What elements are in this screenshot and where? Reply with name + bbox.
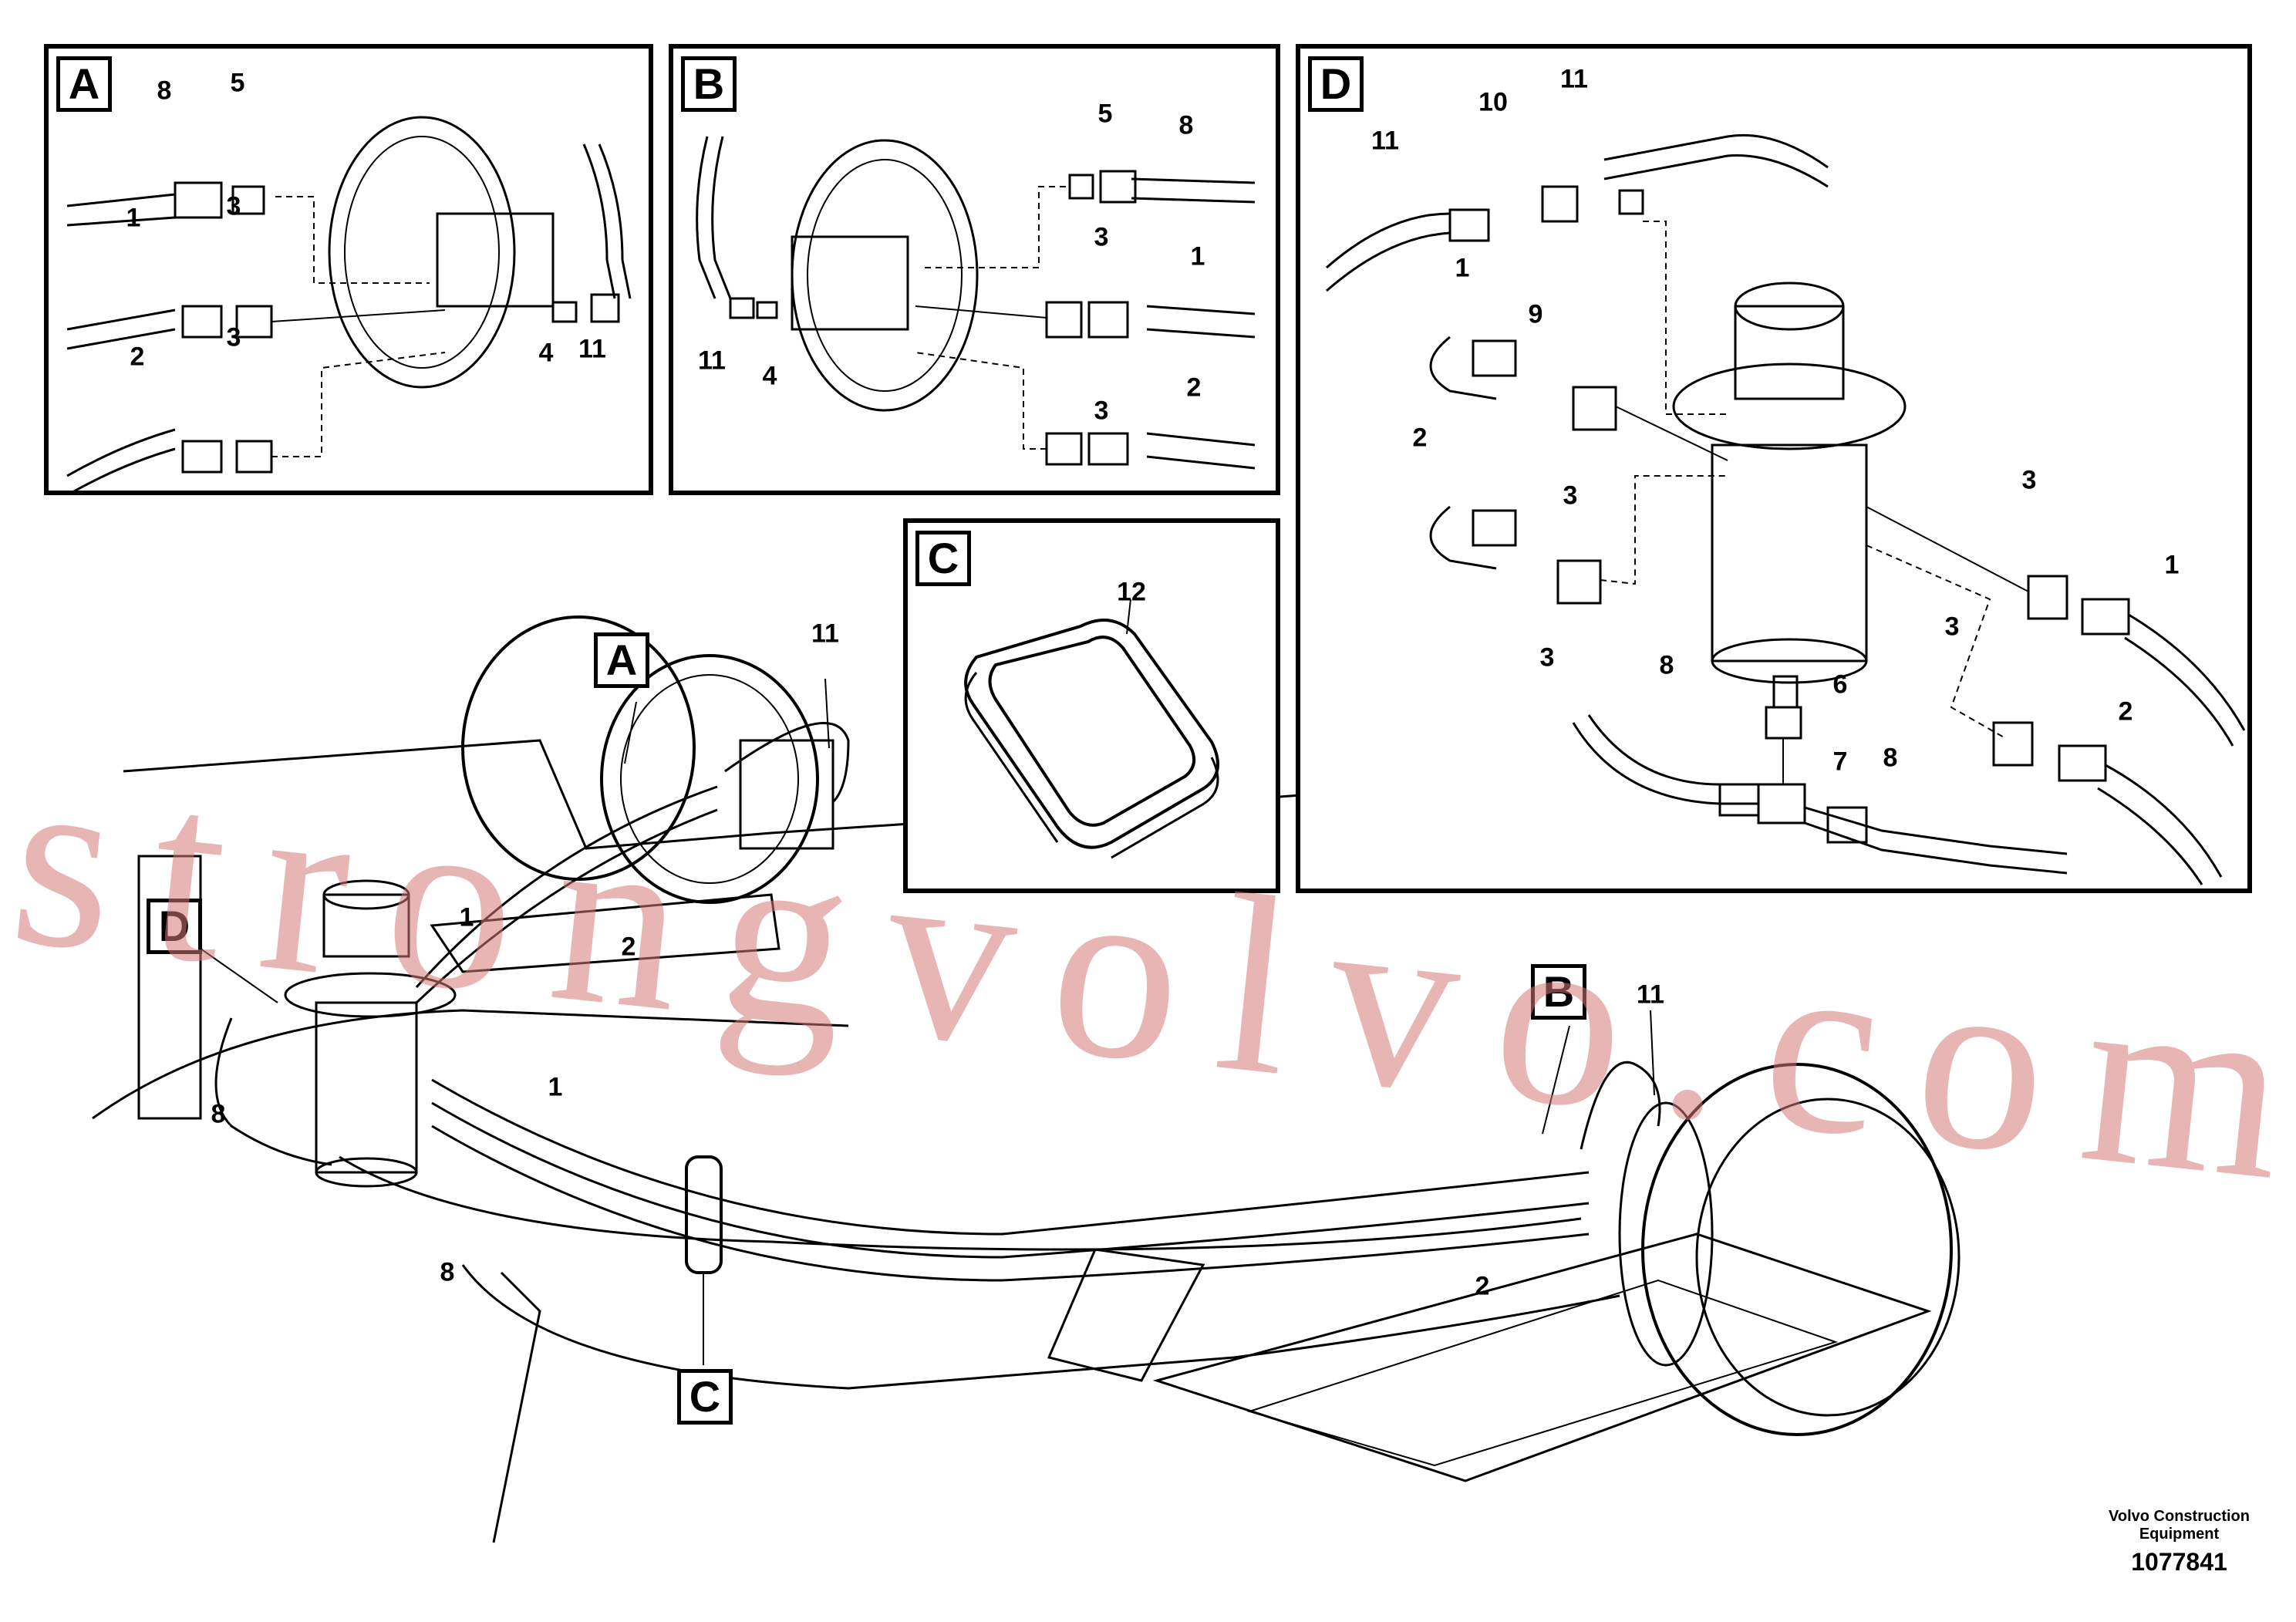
callout-a-3b: 3 — [226, 322, 241, 352]
callout-a-3a: 3 — [226, 191, 241, 221]
main-label-b: B — [1531, 964, 1586, 1020]
panel-b-drawing — [696, 136, 1256, 470]
footer-block: Volvo Construction Equipment 1077841 — [2109, 1508, 2250, 1576]
callout-c-12: 12 — [1117, 577, 1146, 607]
detail-panel-b: B 5 8 3 1 11 4 3 2 — [669, 44, 1280, 495]
main-label-a: A — [594, 632, 649, 688]
callout-b-3a: 3 — [1094, 222, 1109, 252]
callout-d-8a: 8 — [1659, 650, 1674, 680]
callout-d-3c: 3 — [2021, 465, 2037, 495]
main-callout-8-bottom: 8 — [440, 1257, 455, 1287]
callout-d-6: 6 — [1832, 669, 1848, 700]
callout-a-11: 11 — [578, 334, 606, 364]
callout-b-3b: 3 — [1094, 396, 1109, 426]
callout-a-8: 8 — [157, 76, 172, 106]
callout-b-8: 8 — [1178, 110, 1194, 140]
main-callout-1-top: 1 — [459, 902, 474, 932]
panel-c-drawing — [964, 599, 1219, 859]
main-callout-2-bottom: 2 — [1475, 1271, 1490, 1301]
panel-b-label: B — [681, 56, 737, 112]
callout-d-7: 7 — [1832, 747, 1848, 777]
callout-d-3b: 3 — [1539, 642, 1555, 673]
detail-panel-d: D — [1296, 44, 2252, 893]
company-line-1: Volvo Construction — [2109, 1508, 2250, 1525]
panel-c-label: C — [915, 531, 971, 586]
drawing-number: 1077841 — [2131, 1548, 2227, 1576]
callout-a-1: 1 — [126, 203, 141, 233]
callout-a-5: 5 — [230, 68, 245, 98]
callout-d-1b: 1 — [2164, 550, 2180, 580]
callout-b-1: 1 — [1190, 241, 1205, 271]
main-label-d: D — [147, 899, 202, 954]
panel-a-drawing — [66, 116, 632, 495]
main-callout-2-top: 2 — [621, 932, 636, 962]
callout-a-4: 4 — [538, 338, 554, 368]
callout-d-11a: 11 — [1371, 126, 1399, 156]
main-callout-8-left: 8 — [211, 1099, 226, 1129]
panel-d-drawing — [1326, 133, 2246, 885]
callout-d-2b: 2 — [2118, 696, 2133, 727]
callout-b-2: 2 — [1186, 373, 1202, 403]
main-callout-1-mid: 1 — [548, 1072, 563, 1102]
callout-d-1a: 1 — [1455, 253, 1470, 283]
main-callout-11-top: 11 — [811, 619, 839, 649]
callout-d-3d: 3 — [1944, 612, 1960, 642]
company-line-2: Equipment — [2139, 1526, 2220, 1543]
callout-a-2: 2 — [130, 342, 145, 372]
panel-d-label: D — [1308, 56, 1364, 112]
callout-d-3a: 3 — [1563, 481, 1578, 511]
panel-a-label: A — [56, 56, 112, 112]
callout-b-4: 4 — [762, 361, 777, 391]
callout-d-9: 9 — [1528, 299, 1543, 329]
callout-b-5: 5 — [1097, 99, 1113, 129]
callout-b-11: 11 — [698, 346, 726, 376]
main-label-c: C — [677, 1369, 733, 1425]
callout-d-2a: 2 — [1412, 423, 1428, 453]
main-callout-11-bottom: 11 — [1637, 980, 1664, 1010]
callout-d-11b: 11 — [1560, 64, 1588, 94]
callout-d-10: 10 — [1478, 87, 1508, 117]
detail-panel-c: C 12 — [903, 518, 1280, 893]
detail-panel-a: A 8 5 1 3 2 3 4 11 — [44, 44, 653, 495]
callout-d-8b: 8 — [1883, 743, 1898, 773]
